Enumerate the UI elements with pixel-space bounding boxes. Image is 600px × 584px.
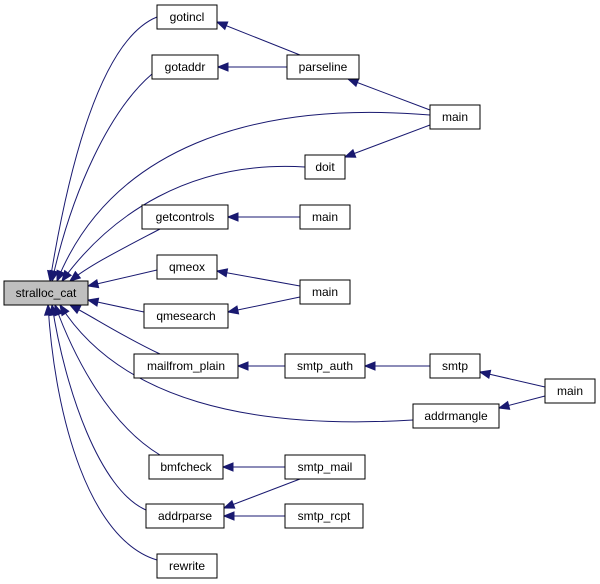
arrowhead-icon [49, 269, 59, 283]
node-addrmangle[interactable]: addrmangle [412, 403, 500, 429]
edge-doit-to-stralloc-cat [61, 165, 306, 282]
node-label: smtp [442, 359, 468, 373]
node-main-4[interactable]: main [544, 378, 596, 404]
node-gotincl[interactable]: gotincl [156, 4, 218, 30]
edge-bmfcheck-to-stralloc-cat [54, 304, 161, 456]
arrowhead-icon [363, 361, 376, 371]
node-doit[interactable]: doit [304, 154, 346, 180]
edge-gotincl-to-stralloc-cat [49, 16, 158, 282]
edges-layer [43, 16, 546, 561]
node-smtp-mail[interactable]: smtp_mail [284, 454, 366, 480]
node-label: main [312, 285, 338, 299]
node-label: main [557, 384, 583, 398]
node-label: smtp_rcpt [298, 509, 351, 523]
edge-gotaddr-to-stralloc-cat [51, 73, 153, 282]
node-label: gotaddr [165, 60, 206, 74]
edge-parseline-to-gotincl [216, 21, 301, 56]
arrowhead-icon [226, 212, 239, 222]
arrowhead-icon [86, 297, 100, 307]
arrowhead-icon [236, 361, 249, 371]
node-label: bmfcheck [160, 460, 212, 474]
node-label: mailfrom_plain [147, 359, 225, 373]
arrowhead-icon [222, 511, 235, 521]
node-label: gotincl [170, 10, 205, 24]
node-label: main [312, 210, 338, 224]
edge-main-4-to-smtp [479, 371, 546, 388]
arrowhead-icon [221, 462, 234, 472]
node-parseline[interactable]: parseline [286, 54, 360, 80]
edge-main-1-to-doit [344, 124, 431, 158]
node-smtp-rcpt[interactable]: smtp_rcpt [284, 503, 364, 529]
edge-main-3-to-qmesearch [227, 296, 301, 313]
node-label: qmesearch [156, 309, 215, 323]
arrowhead-icon [59, 303, 70, 317]
node-smtp[interactable]: smtp [429, 353, 481, 379]
arrowhead-icon [215, 21, 229, 31]
edge-smtp-mail-to-addrparse [223, 478, 301, 509]
arrowhead-icon [68, 304, 82, 315]
arrowhead-icon [343, 148, 357, 158]
edge-qmeox-to-stralloc-cat [87, 269, 158, 287]
node-bmfcheck[interactable]: bmfcheck [148, 454, 224, 480]
edge-addrparse-to-stralloc-cat [51, 304, 147, 511]
node-label: doit [315, 160, 335, 174]
node-qmeox[interactable]: qmeox [156, 254, 218, 280]
nodes-layer: stralloc_cat gotincl gotaddr parseline m… [3, 4, 596, 579]
arrowhead-icon [56, 269, 66, 283]
node-label: addrmangle [424, 409, 488, 423]
node-smtp-auth[interactable]: smtp_auth [284, 353, 366, 379]
node-label: rewrite [169, 559, 205, 573]
arrowhead-icon [222, 499, 236, 509]
arrowhead-icon [497, 400, 511, 410]
node-label: qmeox [169, 260, 205, 274]
node-addrparse[interactable]: addrparse [145, 503, 225, 529]
arrowhead-icon [346, 78, 360, 88]
node-main-3[interactable]: main [299, 279, 351, 305]
node-label: parseline [299, 60, 348, 74]
arrowhead-icon [86, 279, 100, 289]
node-label: smtp_mail [298, 460, 353, 474]
node-gotaddr[interactable]: gotaddr [151, 54, 219, 80]
edge-main-1-to-parseline [347, 78, 431, 111]
arrowhead-icon [215, 268, 229, 278]
node-label: smtp_auth [297, 359, 353, 373]
node-label: main [442, 110, 468, 124]
node-label: addrparse [158, 509, 212, 523]
node-qmesearch[interactable]: qmesearch [143, 303, 229, 329]
node-stralloc-cat[interactable]: stralloc_cat [3, 280, 89, 306]
arrowhead-icon [43, 303, 54, 316]
node-main-1[interactable]: main [429, 104, 481, 130]
node-rewrite[interactable]: rewrite [156, 553, 218, 579]
arrowhead-icon [226, 305, 240, 315]
node-label: stralloc_cat [16, 286, 77, 300]
edge-main-1-to-stralloc-cat [56, 112, 431, 282]
edge-rewrite-to-stralloc-cat [47, 304, 158, 561]
edge-addrmangle-to-stralloc-cat [59, 304, 414, 423]
arrowhead-icon [216, 62, 229, 72]
node-label: getcontrols [156, 210, 215, 224]
arrowhead-icon [478, 369, 492, 379]
edge-main-3-to-qmeox [216, 270, 301, 287]
node-main-2[interactable]: main [299, 204, 351, 230]
node-getcontrols[interactable]: getcontrols [141, 204, 229, 230]
arrowhead-icon [68, 270, 82, 282]
arrowhead-icon [61, 269, 73, 283]
node-mailfrom-plain[interactable]: mailfrom_plain [133, 353, 239, 379]
